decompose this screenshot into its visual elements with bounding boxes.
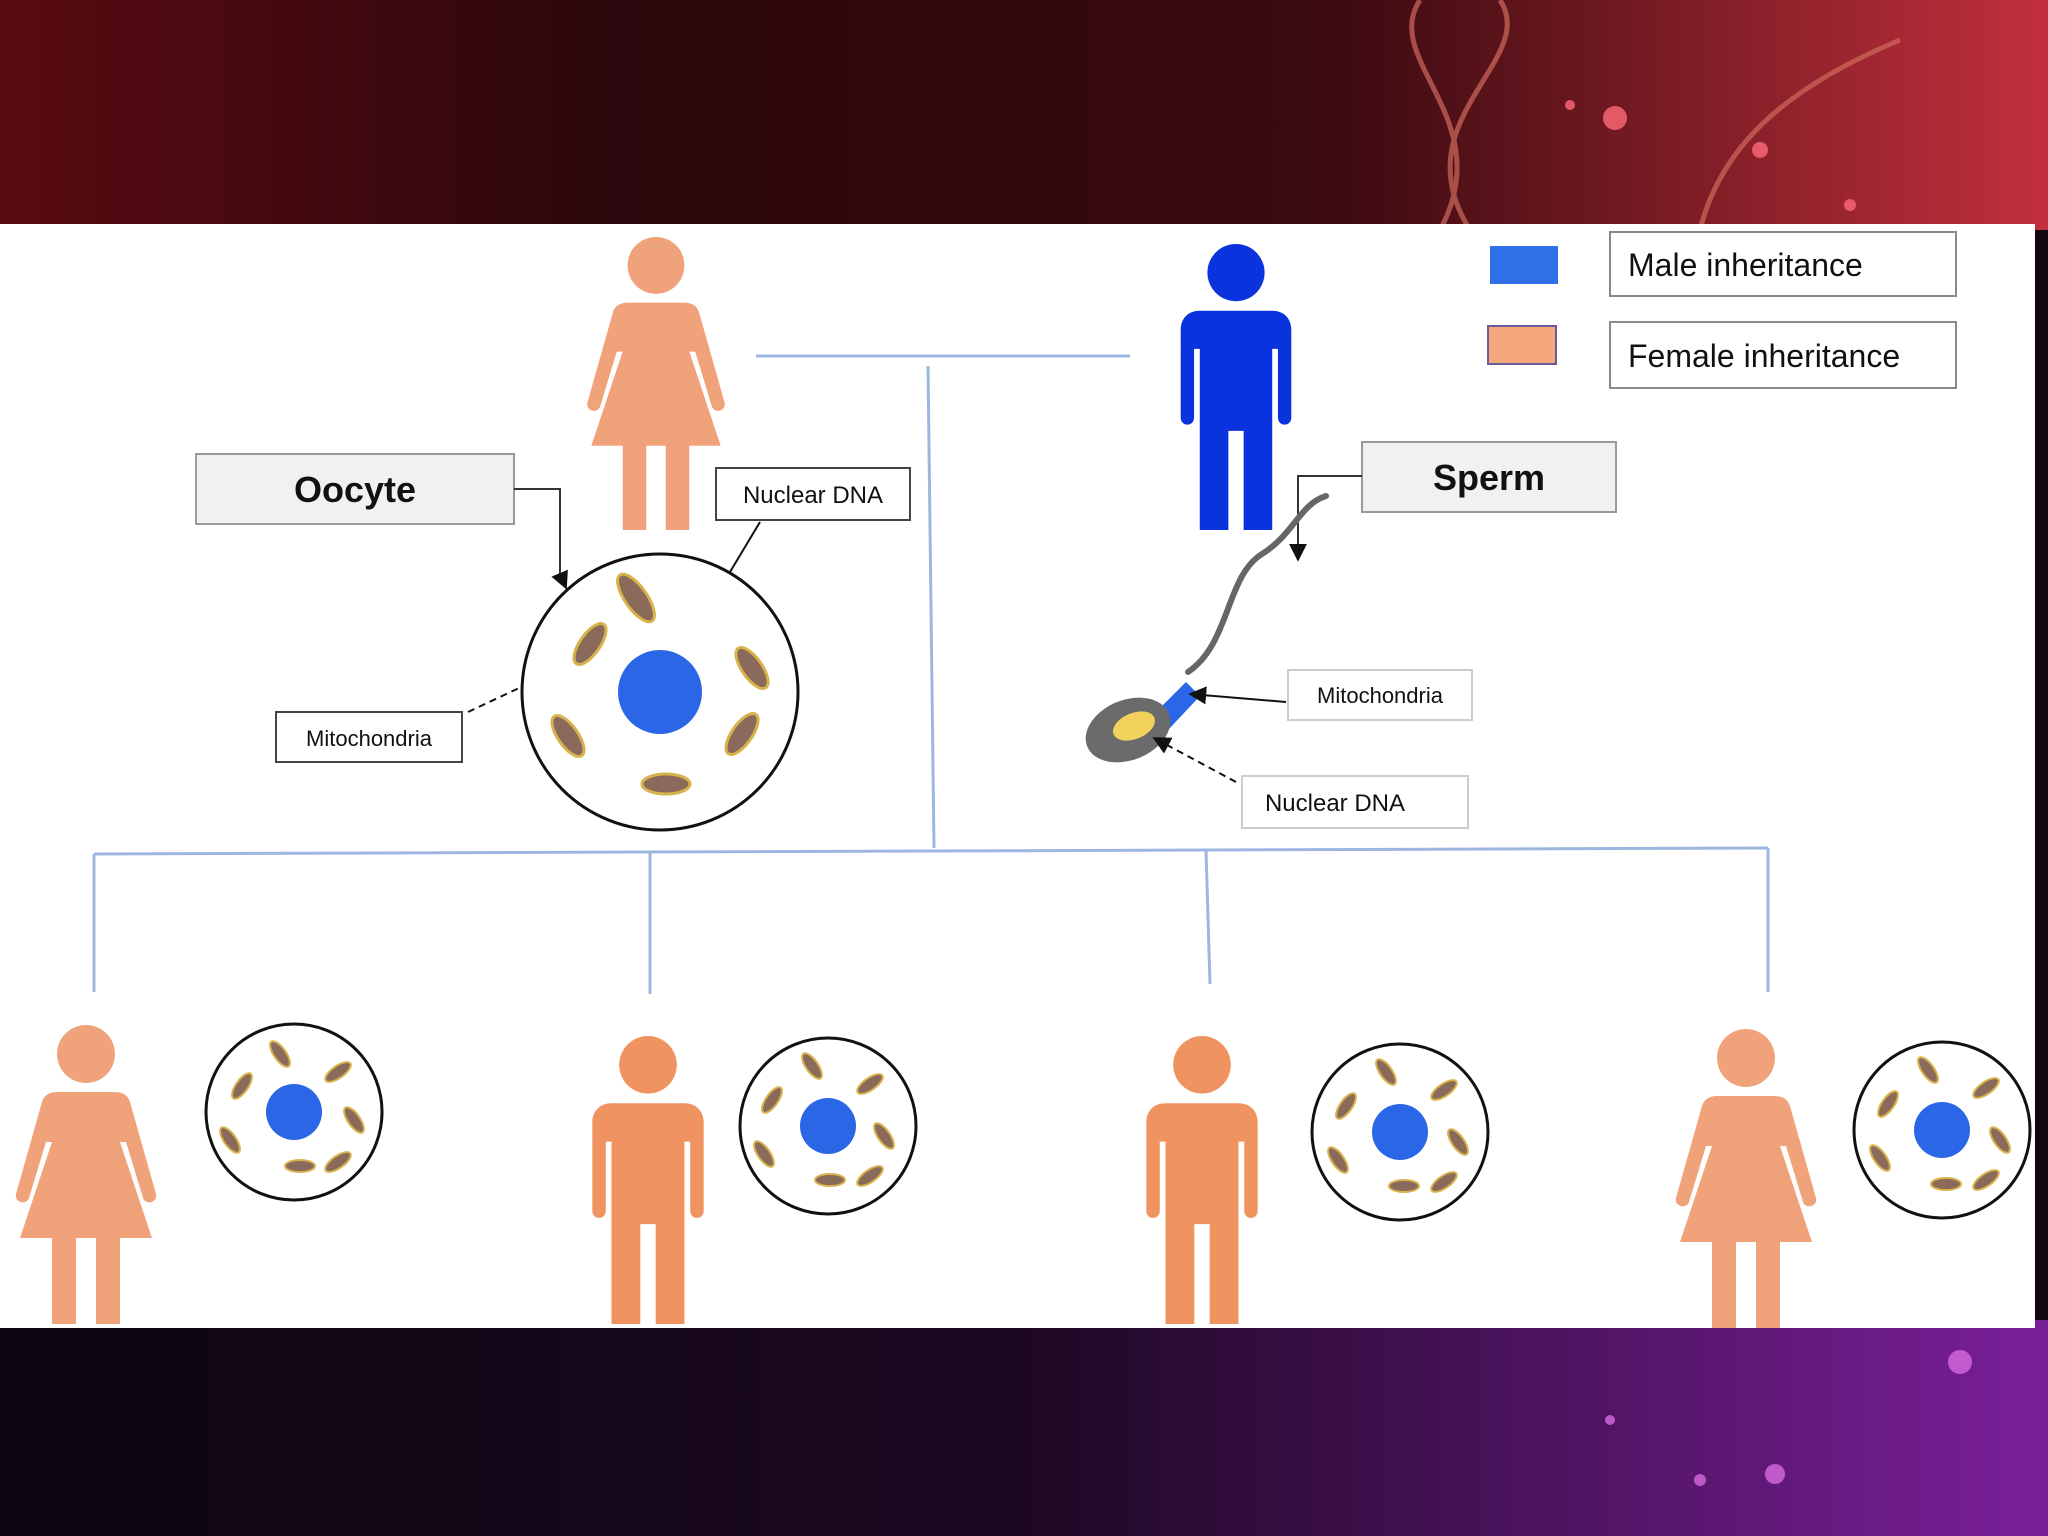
mother-figure (587, 236, 725, 530)
hexagon-particles (1565, 100, 1972, 1486)
offspring-cell-4-nucleus (1914, 1102, 1970, 1158)
oocyte-mitochondria (550, 572, 770, 796)
offspring-cell-2-nucleus (800, 1098, 856, 1154)
legend-male-label: Male inheritance (1628, 247, 1863, 283)
sperm-mitochondria-label: Mitochondria (1317, 683, 1444, 708)
dna-helix-decoration (1409, 0, 1901, 232)
legend-female-swatch (1487, 325, 1557, 365)
sperm-label: Sperm (1433, 457, 1545, 498)
offspring-son-2 (1146, 1036, 1258, 1324)
oocyte-nucleus (618, 650, 702, 734)
oocyte-label-box: Oocyte (195, 453, 515, 525)
inheritance-diagram: Oocyte Nuclear DNA Mitochondria (15, 231, 2032, 1328)
oocyte-nuclear-dna-box: Nuclear DNA (715, 467, 911, 521)
offspring-cell-3 (1310, 1042, 1490, 1222)
family-connectors (92, 354, 1770, 994)
legend-female-label: Female inheritance (1628, 338, 1900, 374)
legend: Male inheritance Female inheritance (1487, 231, 1957, 389)
offspring-daughter-2 (1675, 1029, 1817, 1328)
oocyte-mitochondria-box: Mitochondria (275, 711, 463, 763)
oocyte-label: Oocyte (294, 469, 416, 510)
offspring-cell-2 (738, 1036, 918, 1216)
father-figure (1180, 244, 1292, 530)
diagram-panel: Oocyte Nuclear DNA Mitochondria (0, 224, 2035, 1328)
offspring-cell-1 (204, 1022, 384, 1202)
oocyte-mitochondria-label: Mitochondria (306, 726, 433, 751)
oocyte-nuclear-dna-label: Nuclear DNA (743, 482, 883, 509)
sperm-nuclear-dna-label: Nuclear DNA (1265, 790, 1405, 817)
sperm-nuclear-dna-box: Nuclear DNA (1241, 775, 1469, 829)
offspring-son-1 (592, 1036, 704, 1324)
legend-male-swatch (1490, 246, 1558, 284)
offspring-daughter-1 (15, 1025, 157, 1324)
sperm-label-box: Sperm (1361, 441, 1617, 513)
offspring-cell-3-nucleus (1372, 1104, 1428, 1160)
oocyte-cell (520, 552, 800, 832)
offspring-cell-1-nucleus (266, 1084, 322, 1140)
offspring-cell-4 (1852, 1040, 2032, 1220)
sperm-cell (1085, 493, 1329, 763)
sperm-mitochondria-box: Mitochondria (1287, 669, 1473, 721)
